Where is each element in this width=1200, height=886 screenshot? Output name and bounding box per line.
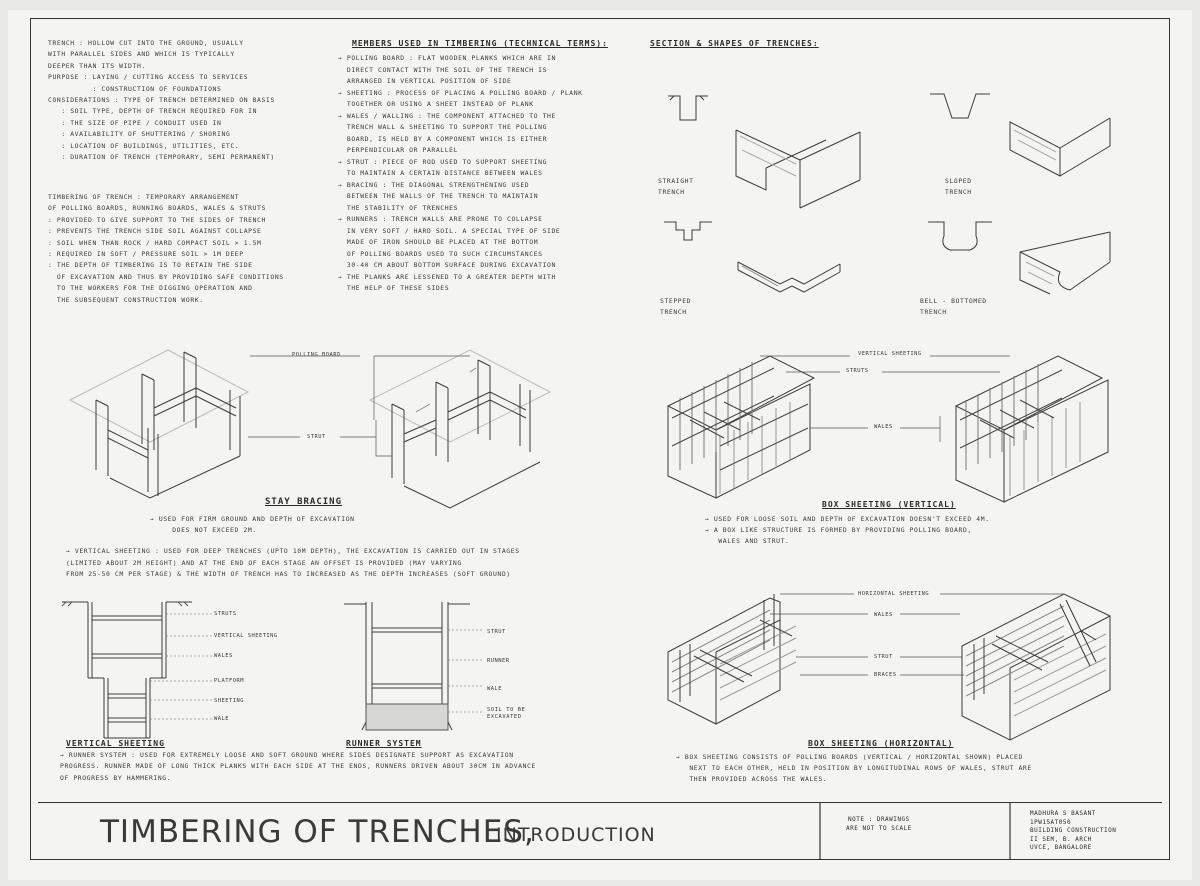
stay-bracing-heading: STAY BRACING [265,497,343,507]
sheet-subtitle: INTRODUCTION [496,824,656,846]
label-horizontal-sheeting: HORIZONTAL SHEETING [858,591,930,597]
sheet-title: TIMBERING OF TRENCHES, [100,814,535,850]
author-details: MADHURA S BASANT 1PW15AT050 BUILDING CON… [1030,810,1117,852]
box-vertical-heading: BOX SHEETING (VERTICAL) [822,500,956,509]
stepped-trench-section [664,221,712,241]
label-rs-soil: SOIL TO BE EXCAVATED [487,707,526,720]
label-vs-sheeting: SHEETING [214,698,244,704]
bell-bottomed-trench-section [928,221,992,251]
label-bh-strut: STRUT [874,654,893,660]
label-bh-wales: WALES [874,612,893,618]
box-horizontal-caption: → BOX SHEETING CONSISTS OF POLLING BOARD… [676,753,1032,783]
vertical-sheeting-description: → VERTICAL SHEETING : USED FOR DEEP TREN… [66,547,520,578]
members-text: → POLLING BOARD : FLAT WOODEN PLANKS WHI… [338,54,583,292]
timbering-definition-text: TIMBERING OF TRENCH : TEMPORARY ARRANGEM… [48,193,284,304]
box-horizontal-heading: BOX SHEETING (HORIZONTAL) [808,739,954,748]
label-stepped-trench: STEPPED TRENCH [660,297,692,316]
title-block [38,802,1162,861]
label-vertical-sheeting: VERTICAL SHEETING [858,351,922,357]
stay-bracing-caption: → USED FOR FIRM GROUND AND DEPTH OF EXCA… [150,515,355,534]
stay-bracing-iso-1 [68,349,250,499]
box-horizontal-iso-1 [667,594,797,725]
runner-system-caption: → RUNNER SYSTEM : USED FOR EXTREMELY LOO… [60,751,536,782]
label-struts: STRUTS [846,368,869,374]
box-vertical-iso-1 [666,355,816,499]
runner-system-heading: RUNNER SYSTEM [346,739,422,748]
label-vs-platform: PLATFORM [214,678,244,684]
drawing-frame [30,18,1170,860]
drawing-sheet [8,10,1192,880]
bell-bottomed-trench-iso [1019,231,1111,295]
box-vertical-caption: → USED FOR LOOSE SOIL AND DEPTH OF EXCAV… [705,515,990,545]
vertical-sheeting-elevation [61,601,192,739]
label-strut: STRUT [307,434,326,440]
stepped-trench-iso [737,261,841,293]
sloped-trench-iso [1009,117,1111,177]
label-vs-wale: WALE [214,716,229,722]
label-polling-board: POLLING BOARD [292,352,341,358]
label-rs-runner: RUNNER [487,658,510,664]
sloped-trench-section [930,93,990,119]
straight-trench-section [668,95,708,121]
box-vertical-iso-2 [954,355,1109,503]
trench-definition-text: TRENCH : HOLLOW CUT INTO THE GROUND, USU… [48,39,275,162]
label-vs-vertical-sheeting: VERTICAL SHEETING [214,633,278,639]
box-horizontal-iso-2 [961,593,1111,741]
stay-bracing-iso-2 [368,349,552,509]
label-vs-struts: STRUTS [214,611,237,617]
vertical-sheeting-heading: VERTICAL SHEETING [66,739,165,748]
runner-system-elevation [344,602,470,731]
shapes-heading: SECTION & SHAPES OF TRENCHES: [650,39,819,48]
label-sloped-trench: SLOPED TRENCH [945,177,972,196]
straight-trench-iso [735,129,861,209]
members-heading: MEMBERS USED IN TIMBERING (TECHNICAL TER… [352,39,608,48]
label-vs-wales: WALES [214,653,233,659]
scale-note: NOTE : DRAWINGS ARE NOT TO SCALE [846,816,912,832]
label-rs-strut: STRUT [487,629,506,635]
label-bell-bottomed-trench: BELL - BOTTOMED TRENCH [920,297,987,316]
label-wales: WALES [874,424,893,430]
label-bh-braces: BRACES [874,672,897,678]
label-rs-wale: WALE [487,686,502,692]
label-straight-trench: STRAIGHT TRENCH [658,177,694,196]
